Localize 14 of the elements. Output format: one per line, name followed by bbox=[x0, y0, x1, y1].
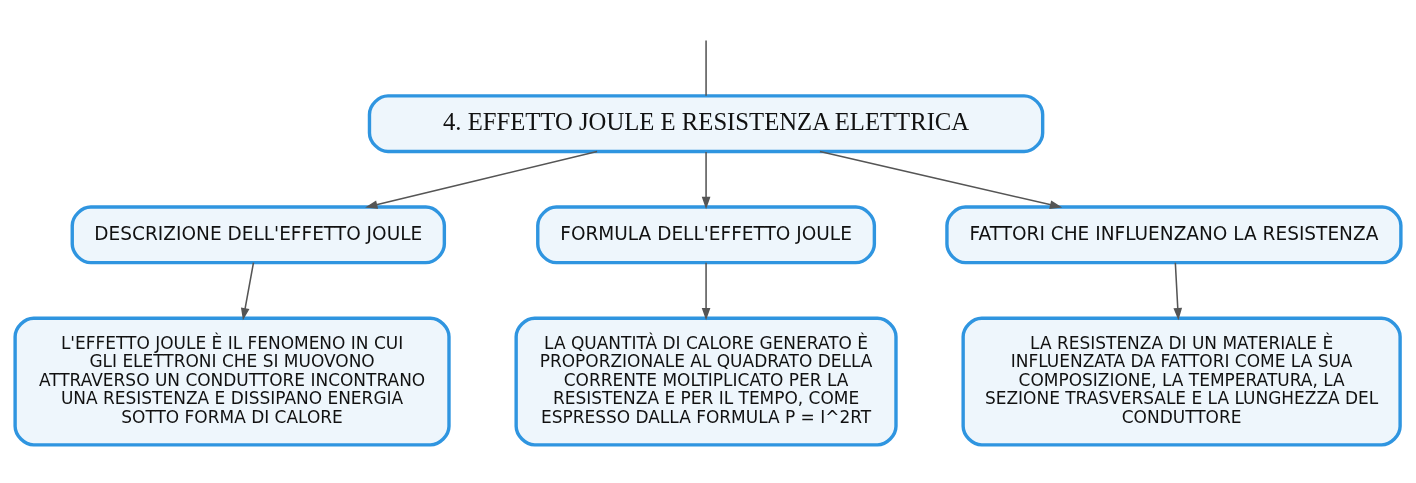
node-box: FORMULA DELL'EFFETTO JOULE bbox=[536, 204, 877, 264]
arrow bbox=[701, 261, 711, 320]
arrow bbox=[365, 150, 598, 209]
node-box: 4. EFFETTO JOULE E RESISTENZA ELETTRICA bbox=[367, 93, 1045, 153]
arrow bbox=[240, 261, 255, 320]
node-box: FATTORI CHE INFLUENZANO LA RESISTENZA bbox=[945, 204, 1403, 264]
arrow bbox=[1173, 261, 1183, 320]
arrow bbox=[819, 150, 1063, 209]
node-box: DESCRIZIONE DELL'EFFETTO JOULE bbox=[70, 204, 447, 264]
node-box: LA RESISTENZA DI UN MATERIALE È INFLUENZATA DA FATTORI COME LA SUA COMPOSIZIONE, LA TEMPERATURA, LA SEZIONE TRASVERSALE E LA LUNGHEZZA DEL CONDUTTORE bbox=[961, 316, 1402, 446]
node-box: L'EFFETTO JOULE È IL FENOMENO IN CUI GLI ELETTRONI CHE SI MUOVONO ATTRAVERSO UN CONDUTTORE INCONTRANO UNA RESISTENZA E DISSIPANO ENERGIA SOTTO FORMA DI CALORE bbox=[13, 316, 451, 446]
connector bbox=[705, 39, 707, 97]
arrow bbox=[701, 150, 711, 209]
node-box: LA QUANTITÀ DI CALORE GENERATO È PROPORZIONALE AL QUADRATO DELLA CORRENTE MOLTIPLICATO PER LA RESISTENZA E PER IL TEMPO, COME ESPRESSO DALLA FORMULA P = I^2RT bbox=[514, 316, 898, 446]
